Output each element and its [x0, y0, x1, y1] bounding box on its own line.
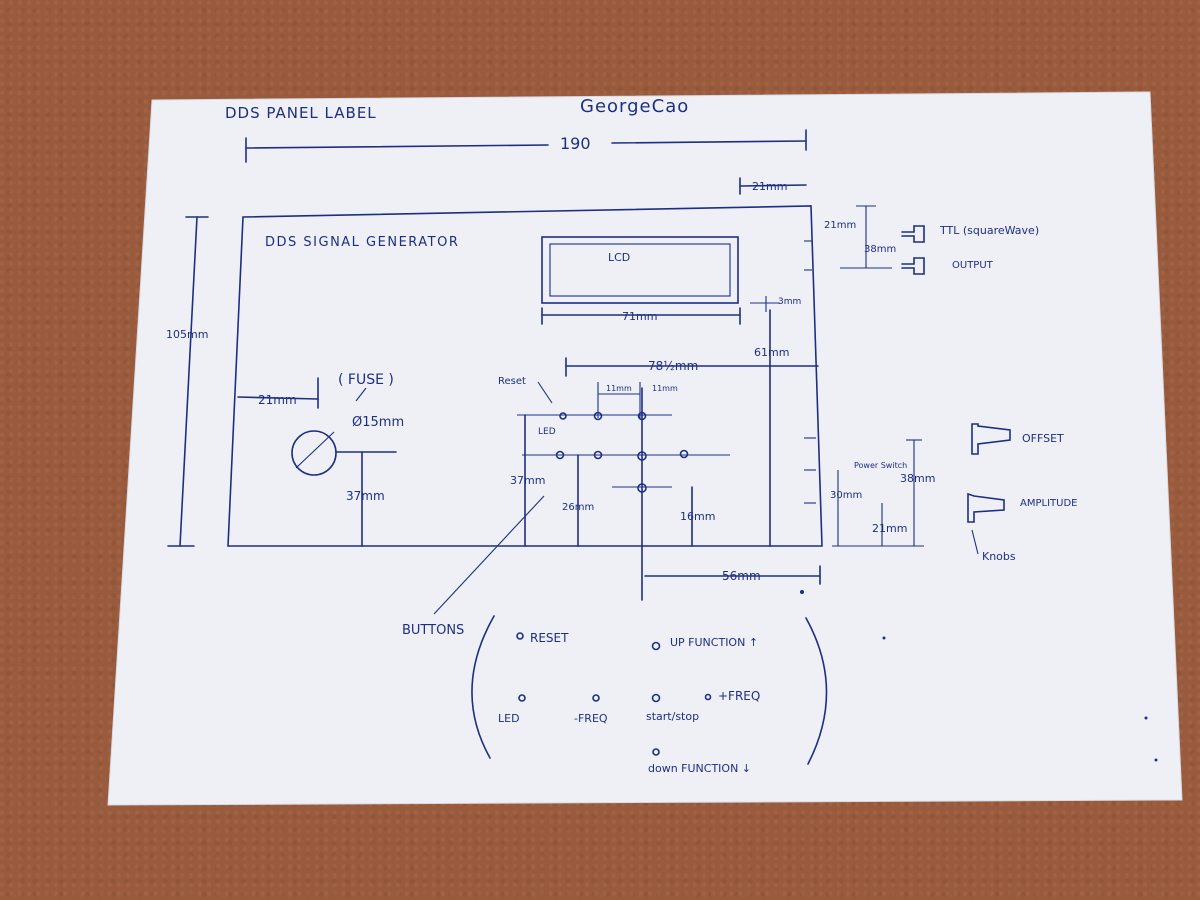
- fuse-label: ( FUSE ): [338, 372, 394, 388]
- width-dimension-line: [245, 144, 549, 149]
- power-switch-label: Power Switch: [854, 461, 907, 470]
- buttons-span-label: 78½mm: [648, 359, 698, 373]
- legend-left-bracket: [471, 615, 495, 759]
- spacing-b-label: 11mm: [652, 384, 678, 393]
- width-dimension-label: 190: [560, 134, 591, 153]
- offset-label: OFFSET: [1022, 432, 1064, 445]
- legend-down-function: down FUNCTION ↓: [648, 762, 751, 775]
- height-dimension-label: 105mm: [166, 328, 208, 341]
- paper-sheet: [107, 91, 1183, 806]
- fuse-hole: [291, 430, 337, 476]
- knob-21-label: 21mm: [872, 522, 907, 535]
- author-name: GeorgeCao: [580, 96, 689, 117]
- hole-led: [555, 450, 565, 460]
- legend-plus-freq: +FREQ: [718, 689, 760, 703]
- knobs-label: Knobs: [982, 550, 1016, 563]
- btn-26-label: 26mm: [562, 502, 594, 513]
- bottom-56-label: 56mm: [722, 569, 761, 583]
- offset-knob-icon: [971, 423, 1011, 455]
- right-61-label: 61mm: [754, 346, 789, 359]
- sheet-title: DDS PANEL LABEL: [225, 104, 377, 122]
- output-label: OUTPUT: [952, 260, 994, 271]
- lcd-window-outer: [541, 236, 739, 304]
- amplitude-label: AMPLITUDE: [1020, 498, 1077, 509]
- hole-start-stop: [637, 451, 647, 461]
- fuse-diameter-label: Ø15mm: [352, 415, 404, 430]
- hole-reset: [559, 412, 567, 420]
- legend-reset: RESET: [530, 631, 569, 645]
- hole-plus-freq: [679, 449, 689, 459]
- panel-outline: [227, 205, 823, 547]
- lcd-width-label: 71mm: [622, 310, 657, 323]
- top-right-dimension: 21mm: [752, 180, 787, 193]
- output-connector-icon: [901, 257, 925, 275]
- fuse-height-label: 37mm: [346, 489, 385, 503]
- btn-37-label: 37mm: [510, 474, 545, 487]
- height-dimension-line: [179, 216, 198, 547]
- hole-top-center: [637, 411, 647, 421]
- lcd-window-inner: [549, 243, 731, 297]
- legend-minus-freq: -FREQ: [574, 712, 608, 725]
- panel-edge-ticks: [804, 240, 816, 504]
- lcd-gap-label: 3mm: [778, 297, 801, 307]
- reset-pointer-label: Reset: [498, 376, 526, 387]
- right-21-label: 21mm: [824, 220, 856, 231]
- legend-start-stop: start/stop: [646, 710, 699, 723]
- hole-minus-freq: [593, 450, 603, 460]
- lcd-label: LCD: [608, 251, 630, 264]
- fuse-left-dimension: 21mm: [258, 393, 297, 407]
- btn-16-label: 16mm: [680, 510, 715, 523]
- hole-down: [637, 483, 647, 493]
- knob-38-label: 38mm: [900, 472, 935, 485]
- right-38-label: 38mm: [864, 244, 896, 255]
- knob-30-label: 30mm: [830, 490, 862, 501]
- ttl-label: TTL (squareWave): [939, 224, 1039, 237]
- ttl-connector-icon: [901, 225, 925, 243]
- led-pointer-label: LED: [538, 427, 556, 437]
- buttons-label: BUTTONS: [402, 623, 464, 638]
- panel-title: DDS SIGNAL GENERATOR: [265, 235, 459, 250]
- spacing-a-label: 11mm: [606, 384, 632, 393]
- legend-right-bracket: [805, 617, 828, 765]
- legend-up-function: UP FUNCTION ↑: [670, 636, 758, 649]
- legend-led: LED: [498, 712, 520, 725]
- amplitude-knob-icon: [967, 492, 1005, 523]
- hole-up: [593, 411, 603, 421]
